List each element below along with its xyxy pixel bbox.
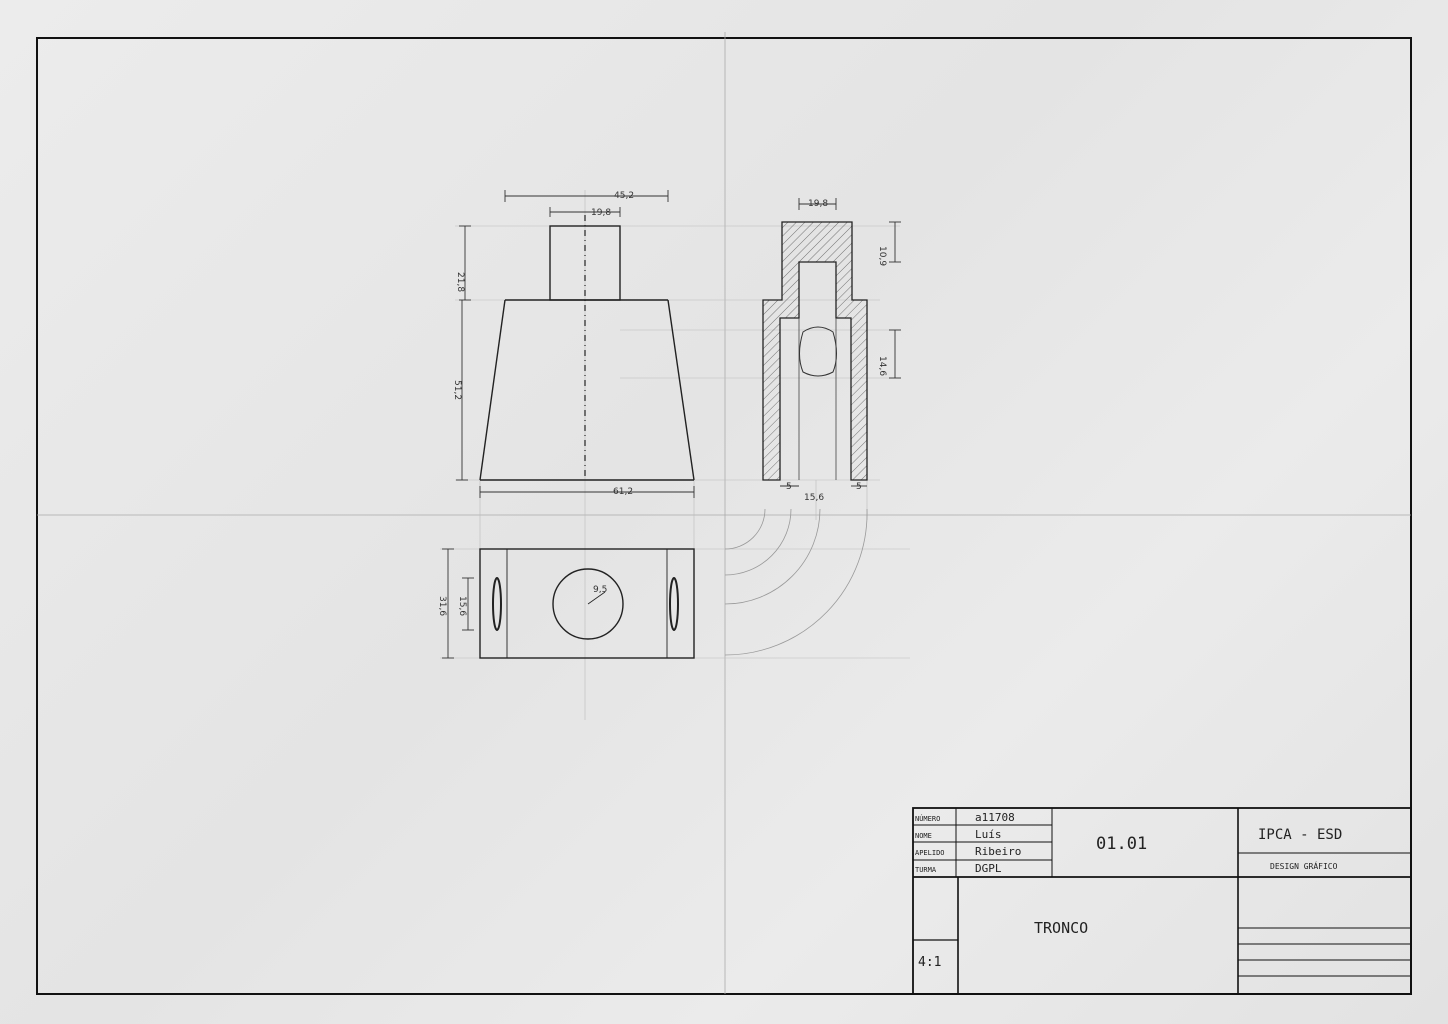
section-view xyxy=(762,221,868,481)
sheet-border xyxy=(36,37,1412,995)
dim-neck-width: 19,8 xyxy=(591,208,611,218)
label-turma: TURMA xyxy=(915,866,937,874)
drawing-title: TRONCO xyxy=(1034,919,1088,937)
dim-wall-left: 5 xyxy=(786,482,792,492)
scale: 4:1 xyxy=(918,955,941,970)
value-turma: DGPL xyxy=(975,862,1002,875)
dim-bottom-inner: 15,6 xyxy=(457,596,467,616)
dim-section-bottom: 15,6 xyxy=(804,493,824,503)
dim-base-width: 61,2 xyxy=(613,487,633,497)
dim-section-top-width: 19,8 xyxy=(808,199,828,209)
dim-hole-diameter: 9,5 xyxy=(593,585,607,595)
label-apelido: APELIDO xyxy=(915,849,945,857)
dim-neck-height: 21,8 xyxy=(455,272,465,292)
sheet-number: 01.01 xyxy=(1096,834,1147,854)
value-numero: a11708 xyxy=(975,811,1015,824)
front-view xyxy=(479,215,695,481)
title-block xyxy=(912,807,1412,995)
value-nome: Luís xyxy=(975,828,1002,841)
dim-wall-right: 5 xyxy=(856,482,862,492)
top-view xyxy=(479,548,695,659)
dim-bottom-depth: 31,6 xyxy=(437,596,447,616)
value-apelido: Ribeiro xyxy=(975,845,1021,858)
dim-section-top-height: 10,9 xyxy=(877,246,887,266)
dim-top-width: 45,2 xyxy=(614,191,634,201)
construction-arcs xyxy=(724,508,868,656)
label-nome: NOME xyxy=(915,832,932,840)
dim-body-height: 51,2 xyxy=(452,380,462,400)
course: DESIGN GRÁFICO xyxy=(1270,860,1338,871)
dim-section-mid-height: 14,6 xyxy=(877,356,887,376)
institution: IPCA - ESD xyxy=(1258,827,1342,843)
label-numero: NÚMERO xyxy=(915,814,940,823)
dimension-lines xyxy=(442,190,901,659)
